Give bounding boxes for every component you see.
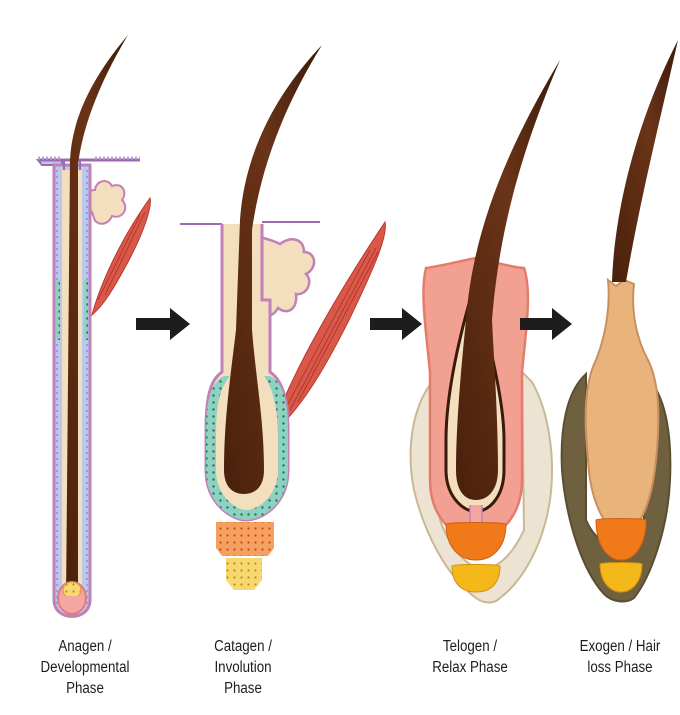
anagen-hair-shaft xyxy=(66,35,128,600)
exogen-hair-shaft xyxy=(612,40,678,282)
caption-telogen-line1: Telogen / xyxy=(406,636,535,657)
caption-catagen: Catagen / Involution Phase xyxy=(179,636,308,699)
caption-anagen-line2: Developmental xyxy=(21,657,150,678)
caption-telogen-line2: Relax Phase xyxy=(406,657,535,678)
caption-anagen-line3: Phase xyxy=(21,678,150,699)
caption-exogen: Exogen / Hair loss Phase xyxy=(556,636,680,678)
caption-telogen: Telogen / Relax Phase xyxy=(406,636,535,678)
caption-exogen-line1: Exogen / Hair xyxy=(556,636,680,657)
caption-anagen-line1: Anagen / xyxy=(21,636,150,657)
catagen-follicle xyxy=(180,45,385,590)
arrow-2 xyxy=(370,308,422,340)
telogen-follicle xyxy=(411,60,560,603)
caption-catagen-line2: Involution xyxy=(179,657,308,678)
caption-anagen: Anagen / Developmental Phase xyxy=(21,636,150,699)
arrow-1 xyxy=(136,308,190,340)
exogen-follicle xyxy=(562,40,678,601)
caption-catagen-line3: Phase xyxy=(179,678,308,699)
anagen-follicle xyxy=(38,35,150,617)
caption-catagen-line1: Catagen / xyxy=(179,636,308,657)
caption-exogen-line2: loss Phase xyxy=(556,657,680,678)
